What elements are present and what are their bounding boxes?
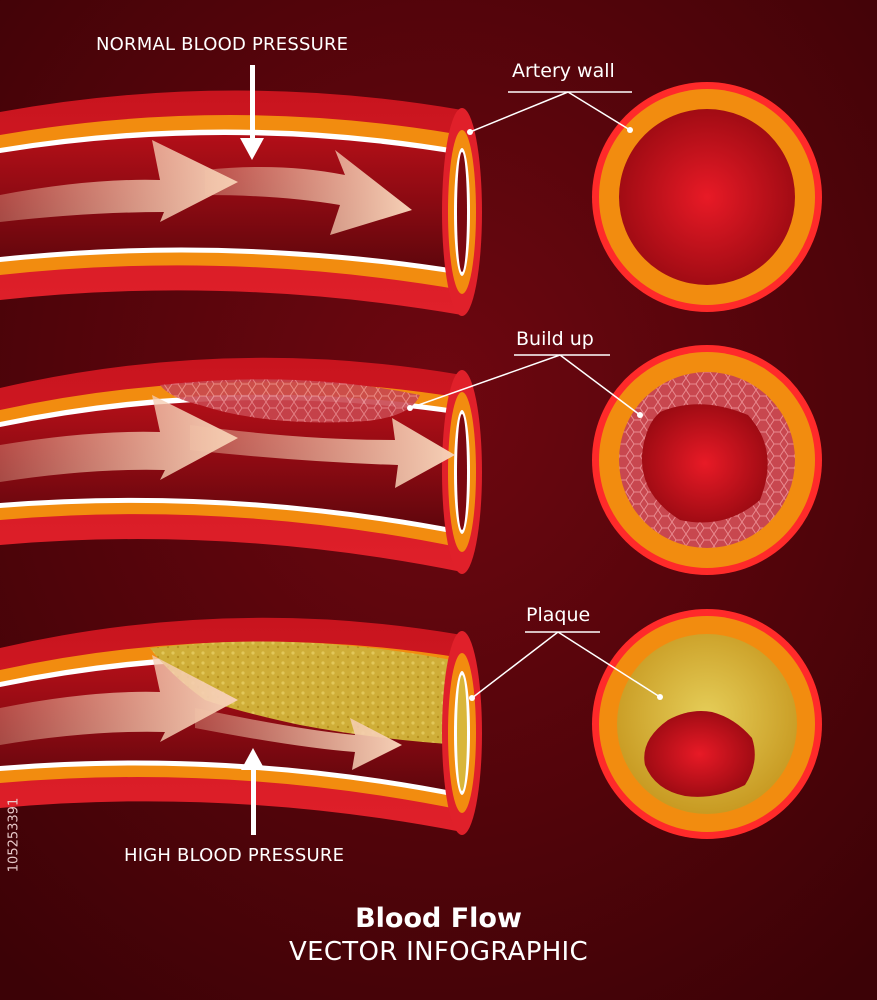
build-up-label: Build up <box>516 328 594 350</box>
callout-dots <box>407 127 663 701</box>
stock-id-value: 105253391 <box>6 797 22 873</box>
normal-blood-pressure-label: NORMAL BLOOD PRESSURE <box>96 34 349 55</box>
flow-arrow <box>190 418 455 488</box>
vessel-build-up <box>0 357 482 574</box>
cross-section-build-up <box>592 345 822 575</box>
cross-section-normal <box>592 82 822 312</box>
plaque-label: Plaque <box>526 604 591 626</box>
flow-arrow <box>0 140 238 222</box>
stock-id-text: 105253391 <box>4 770 24 900</box>
vessel-plaque <box>0 617 482 835</box>
cross-section-plaque <box>592 609 822 839</box>
flow-arrow <box>0 655 238 745</box>
page-title: Blood Flow <box>355 903 522 934</box>
arrow-up-icon <box>241 748 265 835</box>
vessel-normal <box>0 90 482 316</box>
cell-build-up <box>160 379 420 423</box>
callout-lines <box>409 91 661 699</box>
flow-arrow <box>205 150 412 235</box>
artery-wall-label: Artery wall <box>512 60 615 82</box>
plaque-deposit <box>150 641 462 745</box>
arrow-down-icon <box>240 65 264 160</box>
flow-arrow <box>0 395 238 482</box>
page-subtitle: VECTOR INFOGRAPHIC <box>289 937 588 967</box>
flow-arrow <box>195 708 402 770</box>
high-blood-pressure-label: HIGH BLOOD PRESSURE <box>124 845 345 866</box>
